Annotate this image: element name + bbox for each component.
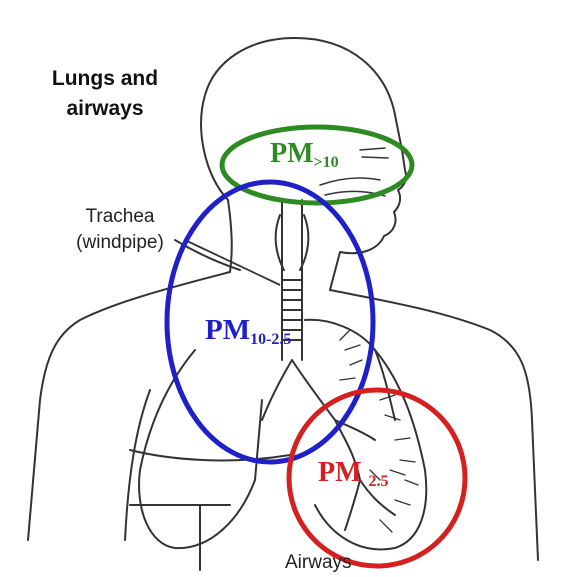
bronchi — [262, 360, 395, 530]
trachea-label-line-1: Trachea — [40, 204, 200, 230]
trachea-label-line-2: (windpipe) — [40, 230, 200, 256]
pm-fine-subscript: 2.5 — [369, 473, 389, 490]
pm-coarse-subscript: >10 — [314, 154, 339, 171]
left-arm-inner — [125, 390, 150, 540]
pm-medium-label: PM10-2.5 — [205, 314, 291, 349]
diagram-title: Lungs and airways — [30, 64, 180, 124]
title-line-2: airways — [30, 94, 180, 124]
pm-medium-name: PM — [205, 314, 250, 346]
larynx — [276, 215, 309, 270]
right-inner-line — [375, 350, 395, 420]
right-shoulder — [330, 290, 538, 560]
pm-fine-label: PM 2.5 — [318, 457, 389, 491]
left-shoulder — [28, 272, 230, 540]
trachea-label: Trachea (windpipe) — [40, 204, 200, 256]
title-line-1: Lungs and — [30, 64, 180, 94]
airways-label: Airways — [285, 552, 352, 574]
pm-medium-subscript: 10-2.5 — [250, 331, 291, 348]
pm-fine-name: PM — [318, 457, 362, 488]
pm-coarse-name: PM — [270, 138, 314, 169]
diaphragm — [130, 450, 290, 460]
pm-coarse-label: PM>10 — [270, 138, 339, 172]
